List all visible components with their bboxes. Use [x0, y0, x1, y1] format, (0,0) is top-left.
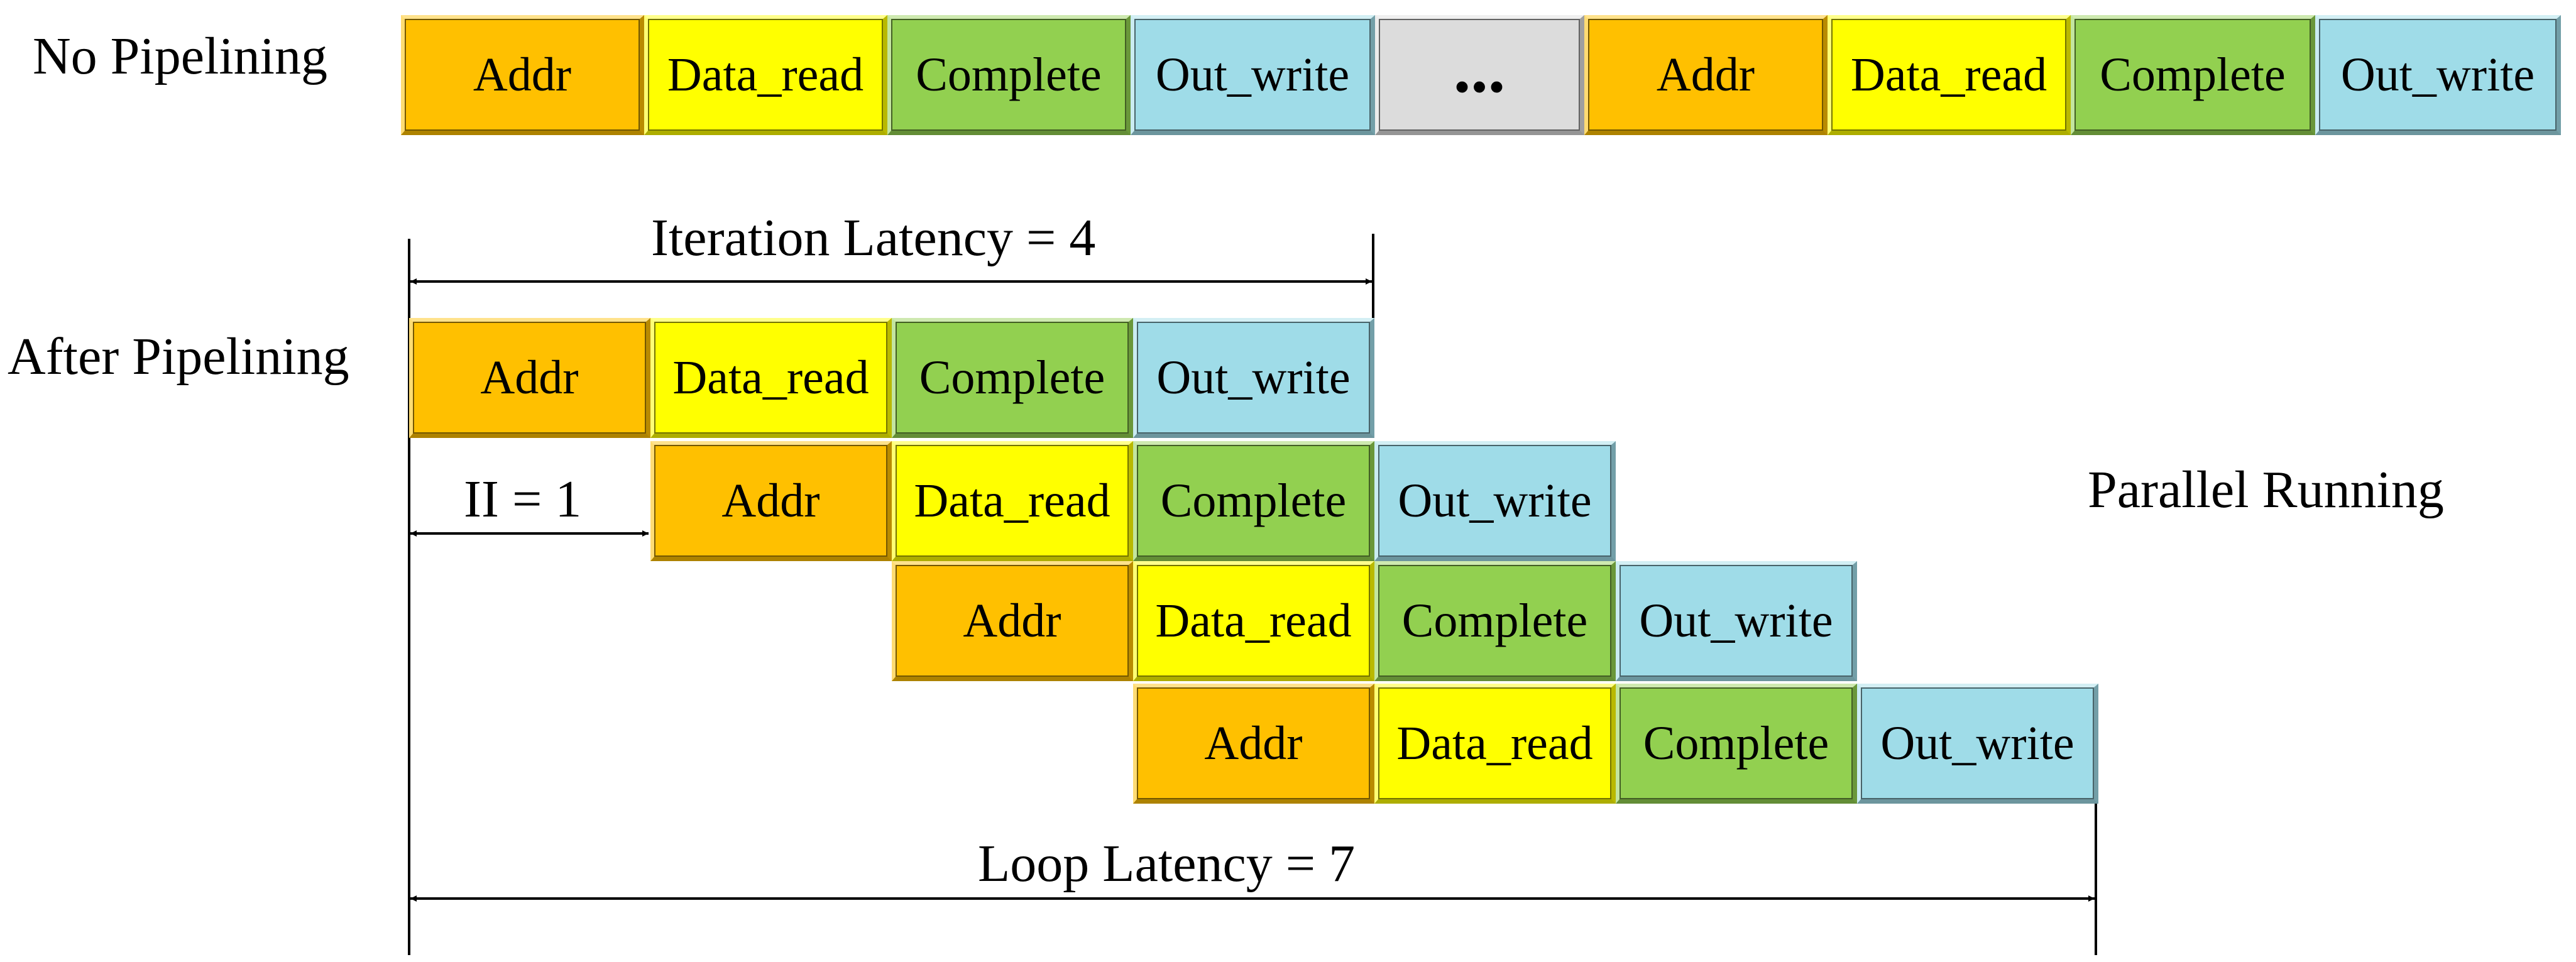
stage-out-write-iter3: Out_write [1616, 561, 1857, 681]
stage-data-read-iter3: Data_read [1133, 561, 1374, 681]
stage-complete-iter2: Complete [1133, 441, 1374, 561]
stage-out-write-iter2: Out_write [1374, 441, 1616, 561]
stage-data-read-iter4: Data_read [1374, 684, 1616, 804]
stage-addr-iter1: Addr [409, 318, 650, 438]
stage-addr-iter4: Addr [1133, 684, 1374, 804]
iteration-latency-label: Iteration Latency = 4 [651, 209, 1096, 267]
stage-addr-5: Addr [1584, 15, 1828, 135]
stage-out-write-iter1: Out_write [1133, 318, 1374, 438]
loop-latency-label: Loop Latency = 7 [978, 834, 1356, 893]
stage-complete-iter3: Complete [1374, 561, 1616, 681]
stage-complete-7: Complete [2071, 15, 2315, 135]
parallel-running-label: Parallel Running [2088, 461, 2444, 519]
ii-label: II = 1 [464, 470, 582, 528]
stage-ellipsis-4: ... [1375, 15, 1584, 135]
stage-out-write-8: Out_write [2315, 15, 2561, 135]
stage-complete-iter1: Complete [892, 318, 1133, 438]
stage-complete-iter4: Complete [1616, 684, 1857, 804]
stage-addr-iter2: Addr [650, 441, 892, 561]
after-pipelining-label: After Pipelining [8, 327, 349, 386]
stage-out-write-3: Out_write [1131, 15, 1375, 135]
stage-complete-2: Complete [887, 15, 1131, 135]
stage-addr-iter3: Addr [892, 561, 1133, 681]
stage-data-read-6: Data_read [1828, 15, 2071, 135]
no-pipelining-label: No Pipelining [33, 27, 328, 85]
stage-addr-0: Addr [401, 15, 644, 135]
stage-data-read-1: Data_read [644, 15, 887, 135]
stage-data-read-iter2: Data_read [892, 441, 1133, 561]
stage-out-write-iter4: Out_write [1857, 684, 2098, 804]
stage-data-read-iter1: Data_read [650, 318, 892, 438]
